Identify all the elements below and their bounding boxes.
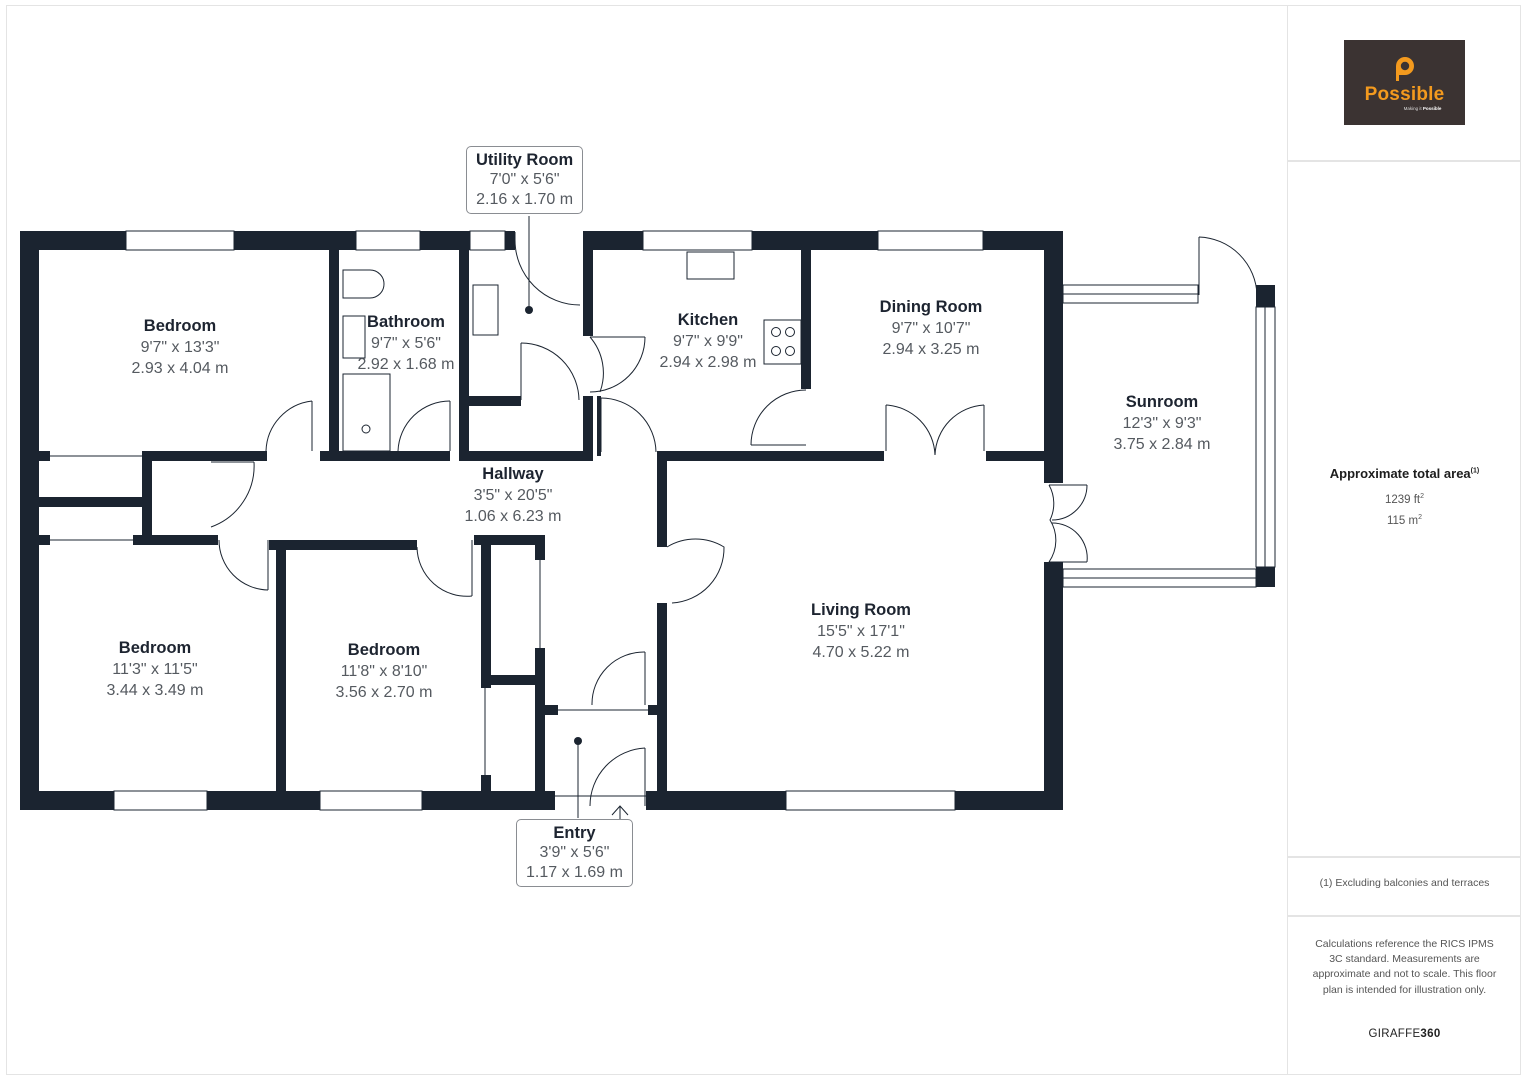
room-bathroom: Bathroom 9'7" x 5'6" 2.92 x 1.68 m <box>358 312 455 375</box>
area-metric: 115 m2 <box>1386 514 1422 527</box>
room-metric: 1.06 x 6.23 m <box>464 508 562 525</box>
room-bedroom-1: Bedroom 9'7" x 13'3" 2.93 x 4.04 m <box>132 316 229 379</box>
room-bedroom-2: Bedroom 11'3" x 11'5" 3.44 x 3.49 m <box>107 638 204 701</box>
room-imperial: 11'3" x 11'5" <box>112 661 198 678</box>
room-metric: 2.92 x 1.68 m <box>357 356 455 373</box>
room-imperial: 3'9" x 5'6" <box>539 844 610 861</box>
room-imperial: 9'7" x 10'7" <box>891 320 971 337</box>
room-utility-callout: Utility Room 7'0" x 5'6" 2.16 x 1.70 m <box>466 146 584 214</box>
disclaimer: Calculations reference the RICS IPMS 3C … <box>1312 938 1497 996</box>
room-metric: 3.75 x 2.84 m <box>1113 436 1211 453</box>
room-name: Utility Room <box>476 151 574 169</box>
divider <box>1288 856 1521 858</box>
room-metric: 2.93 x 4.04 m <box>131 360 229 377</box>
room-metric: 3.44 x 3.49 m <box>106 682 204 699</box>
floor-plan <box>20 216 1276 822</box>
room-name: Kitchen <box>677 311 739 329</box>
room-name: Dining Room <box>879 298 983 316</box>
area-imperial: 1239 ft2 <box>1384 493 1425 506</box>
room-name: Bathroom <box>367 313 445 331</box>
room-imperial: 7'0" x 5'6" <box>489 171 560 188</box>
logo-wordmark: Possible <box>1364 83 1445 105</box>
room-imperial: 9'7" x 13'3" <box>140 339 220 356</box>
room-sunroom: Sunroom 12'3" x 9'3" 3.75 x 2.84 m <box>1114 392 1211 455</box>
info-sidebar: Possible Making it Possible Approximate … <box>1287 5 1521 1075</box>
logo-tagline: Making it Possible <box>1403 105 1442 111</box>
room-imperial: 9'7" x 5'6" <box>371 335 441 352</box>
room-metric: 2.94 x 2.98 m <box>659 354 757 371</box>
room-name: Living Room <box>811 601 911 619</box>
giraffe360-brand: GIRAFFE360 <box>1368 1028 1441 1040</box>
room-name: Hallway <box>482 465 544 483</box>
room-imperial: 3'5" x 20'5" <box>473 487 553 504</box>
room-imperial: 9'7" x 9'9" <box>673 333 743 350</box>
footnote: (1) Excluding balconies and terraces <box>1319 877 1490 889</box>
windows <box>113 230 1276 811</box>
room-dining: Dining Room 9'7" x 10'7" 2.94 x 3.25 m <box>880 297 983 360</box>
room-metric: 3.56 x 2.70 m <box>335 684 433 701</box>
room-kitchen: Kitchen 9'7" x 9'9" 2.94 x 2.98 m <box>660 310 757 373</box>
room-metric: 1.17 x 1.69 m <box>526 864 623 881</box>
room-name: Bedroom <box>347 641 421 659</box>
room-metric: 2.16 x 1.70 m <box>476 191 574 208</box>
room-metric: 2.94 x 3.25 m <box>882 341 980 358</box>
room-name: Bedroom <box>118 639 192 657</box>
room-imperial: 12'3" x 9'3" <box>1122 415 1202 432</box>
room-name: Bedroom <box>143 317 217 335</box>
pin-markers <box>525 306 582 745</box>
room-living: Living Room 15'5" x 17'1" 4.70 x 5.22 m <box>811 600 911 663</box>
room-imperial: 11'8" x 8'10" <box>340 663 428 680</box>
page-frame <box>6 5 1521 1075</box>
room-name: Sunroom <box>1125 393 1199 411</box>
room-metric: 4.70 x 5.22 m <box>812 644 910 661</box>
room-imperial: 15'5" x 17'1" <box>817 623 905 640</box>
area-title: Approximate total area(1) <box>1329 466 1480 481</box>
p-pin-icon <box>1395 56 1414 81</box>
divider <box>1288 160 1521 162</box>
room-name: Entry <box>553 824 596 842</box>
room-hallway: Hallway 3'5" x 20'5" 1.06 x 6.23 m <box>465 464 562 527</box>
doors <box>50 216 1258 822</box>
divider <box>1288 915 1521 917</box>
room-bedroom-3: Bedroom 11'8" x 8'10" 3.56 x 2.70 m <box>336 640 433 703</box>
walls <box>20 231 1275 810</box>
room-entry-callout: Entry 3'9" x 5'6" 1.17 x 1.69 m <box>516 819 633 887</box>
brand-logo: Possible Making it Possible <box>1344 40 1465 125</box>
